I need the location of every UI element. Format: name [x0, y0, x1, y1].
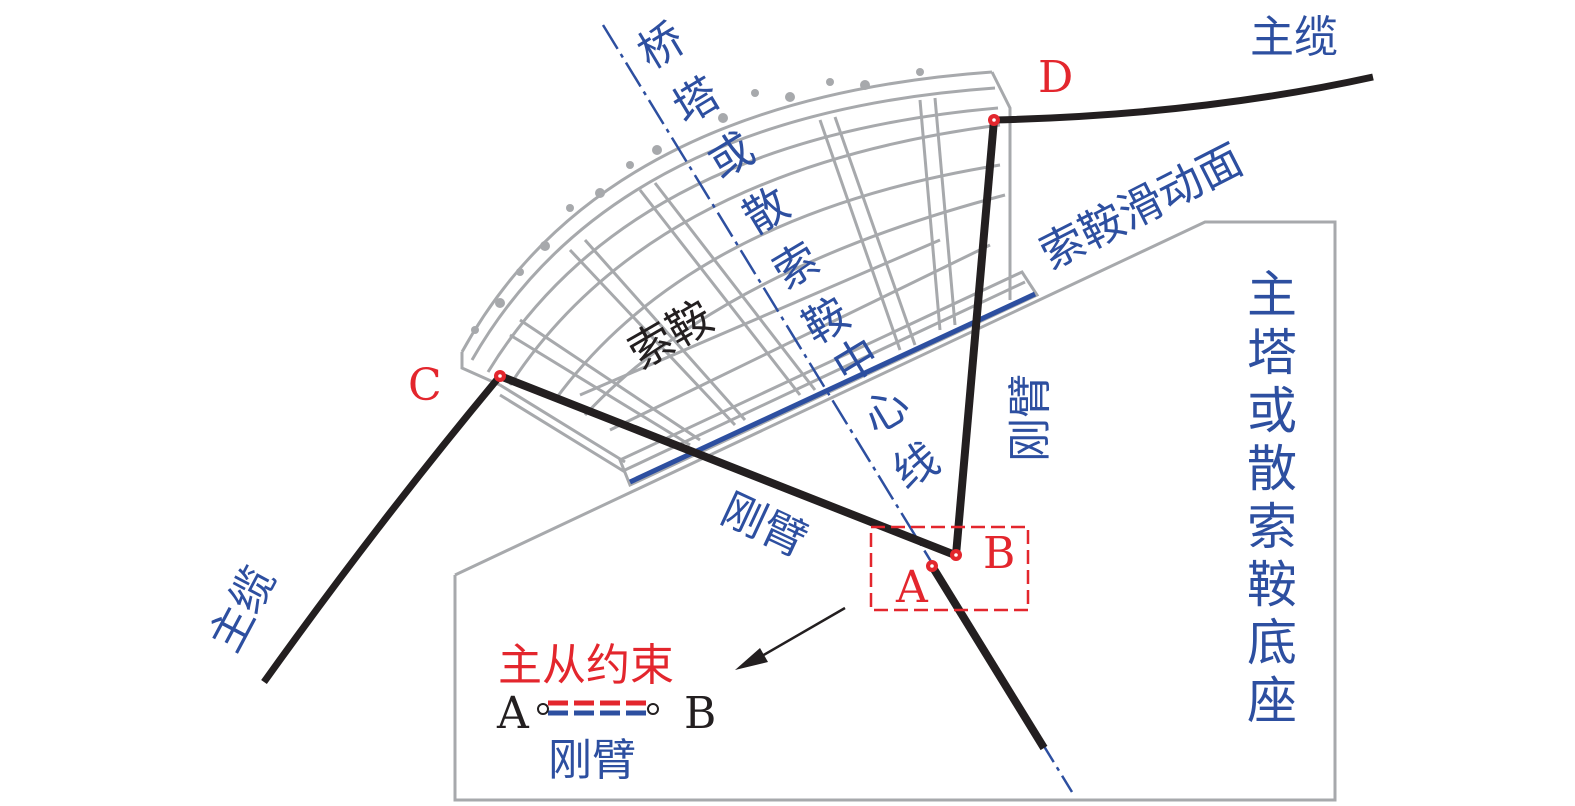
- rigid-arm-c: [498, 372, 957, 559]
- saddle-structure: [460, 68, 1040, 488]
- label-base: 主 塔 或 散 索 鞍 底 座: [1247, 266, 1297, 730]
- label-a: A: [895, 562, 929, 613]
- centerline-char: 心: [854, 378, 918, 444]
- legend: 主从约束 A B 刚臂: [496, 640, 716, 786]
- legend-caption: 刚臂: [548, 735, 636, 786]
- legend-title: 主从约束: [498, 640, 674, 691]
- base-char: 座: [1247, 672, 1297, 730]
- saddle-base-outline: [453, 220, 1337, 802]
- centerline-char: 索: [764, 233, 828, 299]
- label-rigid-arm-right: 刚臂: [1005, 374, 1056, 462]
- nodes: [494, 114, 1000, 572]
- centerline-char: 桥: [629, 13, 693, 79]
- rigid-arm-d: [952, 119, 998, 556]
- centerline-char: 线: [884, 433, 948, 499]
- arrow-head-icon: [735, 648, 768, 670]
- centerline-char: 塔: [664, 68, 728, 134]
- arrow-line: [754, 606, 846, 662]
- legend-a: A: [496, 688, 530, 739]
- base-char: 主: [1247, 266, 1297, 324]
- label-d: D: [1038, 52, 1073, 103]
- main-cable-left: [261, 373, 503, 685]
- base-char: 散: [1247, 440, 1297, 498]
- main-cable-right: [993, 73, 1374, 124]
- base-char: 塔: [1247, 324, 1297, 382]
- centerline-char: 散: [734, 178, 798, 244]
- base-char: 索: [1247, 498, 1297, 556]
- label-b: B: [983, 528, 1015, 579]
- legend-node-a: [537, 703, 549, 715]
- legend-b: B: [684, 688, 716, 739]
- legend-node-b: [647, 703, 659, 715]
- base-char: 或: [1247, 382, 1297, 440]
- rigid-arm-a: [928, 563, 1048, 751]
- label-main-cable-left: 主缆: [200, 559, 286, 661]
- base-char: 底: [1247, 614, 1297, 672]
- label-c: C: [408, 360, 442, 411]
- label-sliding-surface: 索鞍滑动面: [1032, 134, 1251, 279]
- base-char: 鞍: [1247, 556, 1297, 614]
- label-main-cable-top: 主缆: [1250, 12, 1338, 63]
